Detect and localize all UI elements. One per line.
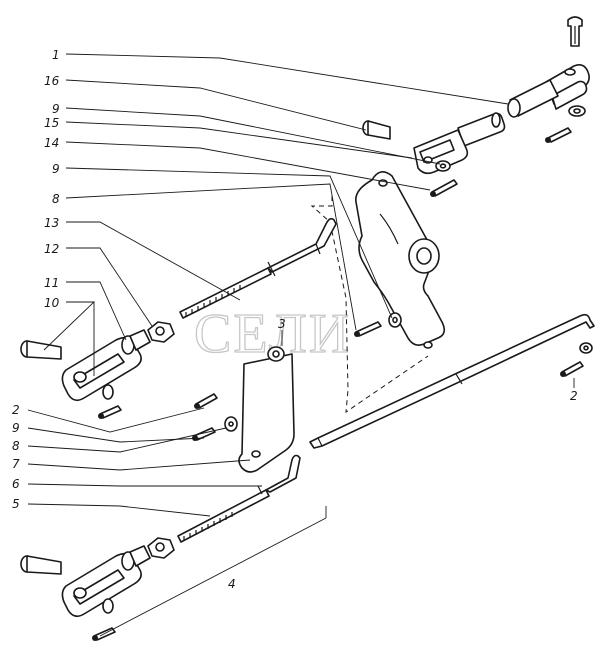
nut-12 bbox=[147, 321, 175, 343]
nut-lower bbox=[147, 537, 175, 559]
fork-clevis-11 bbox=[61, 329, 151, 402]
top-pin bbox=[567, 16, 583, 47]
cotter-center bbox=[354, 321, 382, 337]
callout-8-low: 8 bbox=[12, 439, 20, 453]
callout-2-left: 2 bbox=[12, 403, 20, 417]
pin-10 bbox=[20, 340, 62, 360]
washer-plate bbox=[224, 416, 238, 432]
callout-14: 14 bbox=[44, 136, 59, 150]
callout-3: 3 bbox=[278, 317, 286, 331]
bell-crank-lever bbox=[355, 171, 446, 349]
washer-lower bbox=[102, 598, 114, 614]
callout-7: 7 bbox=[12, 457, 20, 471]
cotter-right bbox=[560, 361, 584, 377]
fork-clevis-lower bbox=[61, 545, 151, 618]
callout-15: 15 bbox=[44, 116, 59, 130]
callout-6: 6 bbox=[12, 477, 20, 491]
callout-1: 1 bbox=[52, 48, 60, 62]
assembly-outline bbox=[310, 196, 429, 414]
long-link-rod bbox=[309, 313, 595, 449]
callout-10: 10 bbox=[44, 296, 60, 310]
top-cotter-pin bbox=[545, 127, 572, 143]
callout-9-mid: 9 bbox=[52, 162, 60, 176]
bent-rod-6 bbox=[177, 454, 301, 543]
lever-plate-7 bbox=[238, 346, 295, 473]
callout-9-top: 9 bbox=[52, 102, 60, 116]
cotter-pin-14 bbox=[430, 179, 458, 197]
callout-11: 11 bbox=[44, 276, 59, 290]
top-washer bbox=[568, 105, 586, 117]
callout-5: 5 bbox=[12, 497, 20, 511]
callout-2-right: 2 bbox=[570, 389, 578, 403]
callout-13: 13 bbox=[44, 216, 59, 230]
top-fork-clevis-1 bbox=[507, 64, 590, 118]
callout-9-low: 9 bbox=[12, 421, 20, 435]
cotter-left bbox=[98, 405, 122, 419]
washer-9-center bbox=[388, 312, 402, 328]
callout-8-top: 8 bbox=[52, 192, 60, 206]
washer-right bbox=[579, 342, 593, 354]
pin-16 bbox=[362, 120, 391, 140]
callout-4: 4 bbox=[228, 577, 236, 591]
callout-labels: 1 16 9 15 14 9 8 13 12 11 10 3 2 9 8 7 6… bbox=[12, 48, 578, 591]
pin-lower bbox=[20, 555, 62, 575]
callout-12: 12 bbox=[44, 242, 59, 256]
washer-9-top bbox=[435, 160, 451, 172]
rod-end-fork-15 bbox=[413, 112, 506, 175]
leader-lines bbox=[27, 53, 575, 637]
washer-left bbox=[102, 384, 114, 400]
callout-16: 16 bbox=[44, 74, 60, 88]
cotter-plate-a bbox=[194, 393, 218, 409]
